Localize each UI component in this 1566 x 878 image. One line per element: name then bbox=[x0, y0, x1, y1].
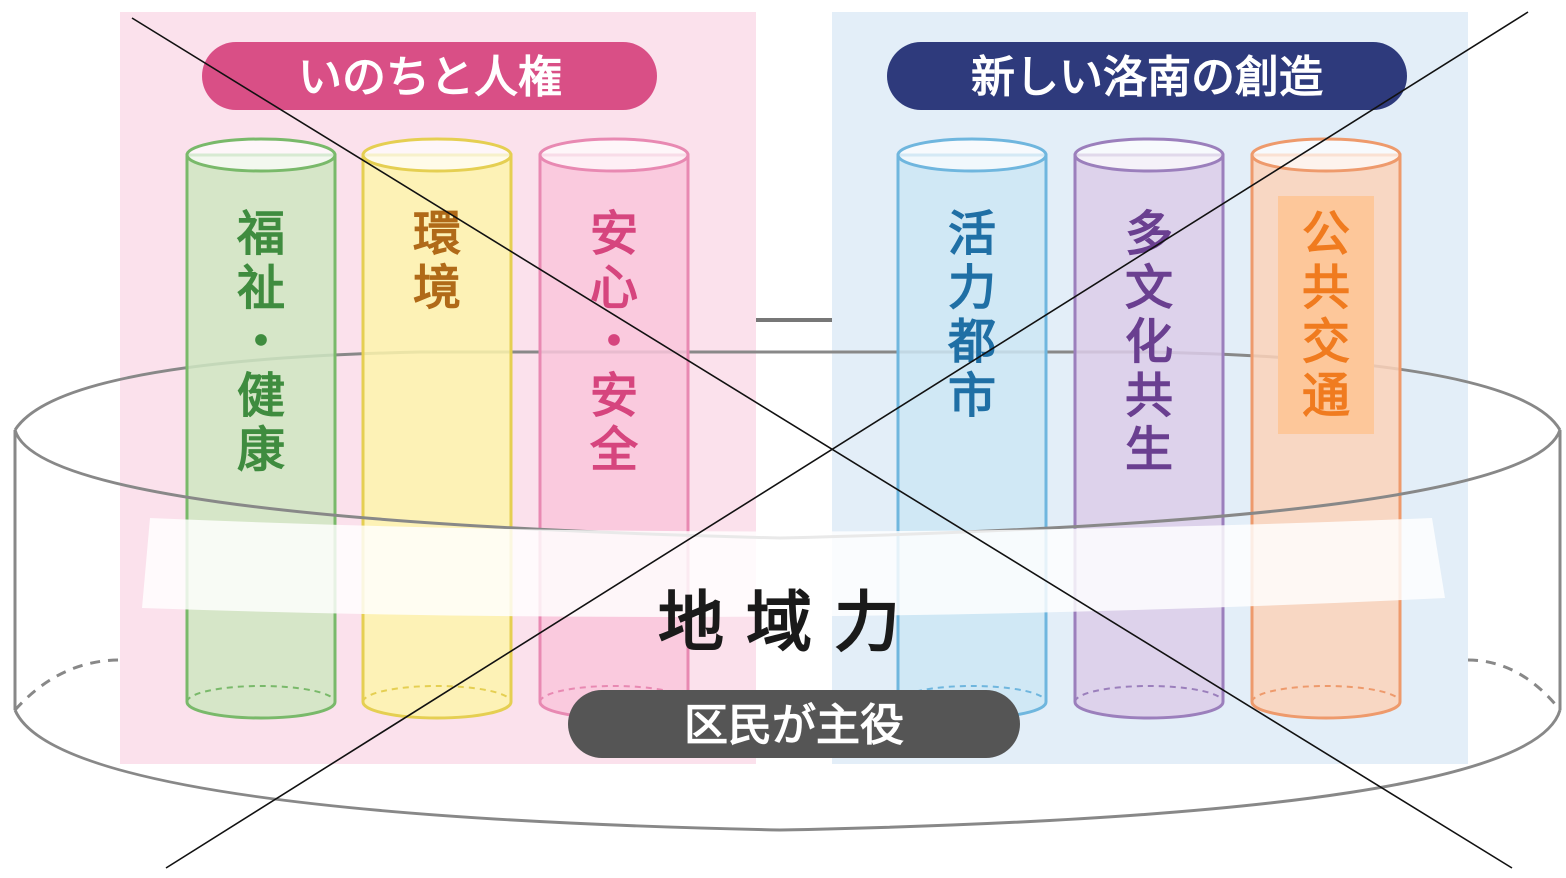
cross-line-2 bbox=[165, 11, 1529, 869]
base-dish-dashed-right bbox=[1467, 658, 1562, 711]
pillar-label: 公共交通 bbox=[1302, 206, 1350, 424]
pillar-label: 福祉・健康 bbox=[236, 206, 285, 478]
base-dish-bottom bbox=[13, 709, 1562, 832]
pillar-bottom-dashed bbox=[1074, 685, 1224, 703]
title-pill-rakunan bbox=[887, 42, 1407, 110]
pillar-label: 環境 bbox=[413, 206, 461, 316]
cross-line-1 bbox=[131, 17, 1513, 869]
title-pill-inochi bbox=[202, 42, 657, 110]
pillar-label: 安心・安全 bbox=[589, 206, 639, 478]
pillar-label: 多文化共生 bbox=[1125, 206, 1173, 478]
pillar-bottom-dashed bbox=[362, 685, 512, 703]
pillar-top bbox=[361, 137, 513, 173]
kumin-ga-shuyaku-pill bbox=[568, 690, 1020, 758]
pillar-label: 活力都市 bbox=[947, 206, 996, 424]
base-dish-dashed bbox=[13, 658, 121, 712]
pillar-top bbox=[1073, 137, 1225, 173]
chiikiryoku-label: 地域力 bbox=[658, 584, 922, 661]
pillar-bottom-dashed bbox=[186, 685, 336, 703]
pillar-top bbox=[896, 137, 1048, 173]
pillar-left-1: 環境 bbox=[361, 137, 513, 720]
kumin-ga-shuyaku-label: 区民が主役 bbox=[684, 700, 904, 751]
chiikiryoku-band bbox=[142, 518, 1445, 617]
title-atarashii-rakunan-no-souzou: 新しい洛南の創造 bbox=[971, 52, 1323, 103]
pillar-left-0: 福祉・健康 bbox=[185, 137, 337, 720]
title-inochi-to-jinken: いのちと人権 bbox=[298, 52, 562, 103]
pillar-right-2: 公共交通 bbox=[1250, 137, 1402, 720]
pillar-top bbox=[538, 137, 690, 173]
pillar-bottom-dashed bbox=[1251, 685, 1401, 703]
pillar-top bbox=[1250, 137, 1402, 173]
base-dish bbox=[13, 350, 1562, 710]
pillar-right-1: 多文化共生 bbox=[1073, 137, 1225, 720]
pillar-top bbox=[185, 137, 337, 173]
pillar-label-highlight bbox=[1278, 196, 1374, 434]
